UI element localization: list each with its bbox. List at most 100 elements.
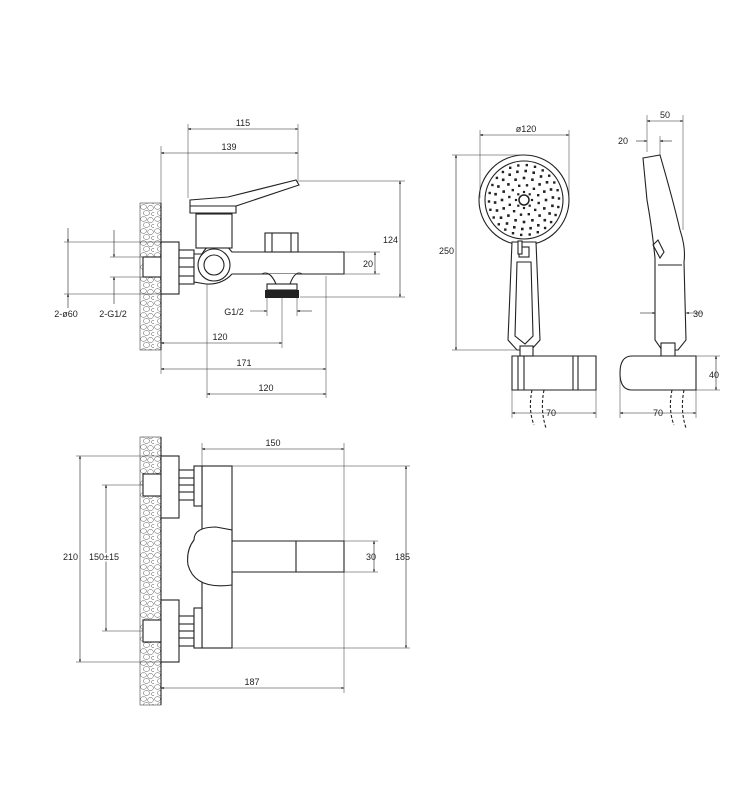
diverter-knob: [264, 232, 299, 253]
nozzle: [507, 214, 510, 217]
center-nozzle: [518, 194, 530, 206]
nozzle: [507, 183, 510, 186]
nozzle: [511, 188, 514, 192]
hose-outlet: [266, 283, 298, 291]
dim-d120: ø120: [516, 124, 537, 134]
dim-150: 150: [265, 438, 280, 448]
nozzle: [487, 200, 491, 203]
nozzle: [537, 224, 540, 227]
nozzle: [538, 214, 541, 217]
nozzle: [488, 191, 491, 195]
nozzle: [544, 198, 548, 202]
top-view: 150 210 150±15 30 185 187: [63, 436, 410, 706]
nozzle: [545, 181, 549, 184]
nozzle: [516, 170, 519, 174]
dim-150pm15: 150±15: [89, 552, 119, 562]
nozzle: [524, 169, 527, 173]
hand-shower-view: ø120 250 70: [439, 124, 597, 429]
nozzle: [517, 193, 520, 196]
nozzle: [527, 213, 530, 216]
nozzle: [517, 204, 520, 207]
nozzle: [528, 233, 531, 236]
nozzle: [489, 208, 492, 211]
nozzle: [551, 196, 555, 199]
nozzle: [500, 198, 504, 202]
nozzle: [493, 201, 497, 204]
nozzle: [519, 213, 523, 216]
dim-20-side: 20: [618, 136, 628, 146]
nozzle: [551, 204, 554, 208]
eccentric-fitting: [142, 256, 162, 278]
nozzle: [511, 232, 515, 235]
nozzle: [522, 176, 526, 180]
dim-139: 139: [221, 142, 236, 152]
nozzle: [520, 233, 523, 237]
nozzle: [549, 220, 553, 224]
nozzle: [543, 190, 546, 193]
nozzle: [502, 190, 505, 193]
lever-handle: [189, 179, 300, 214]
nozzle: [522, 220, 526, 224]
nozzle: [502, 207, 505, 210]
nozzle: [548, 212, 551, 215]
dim-2-d60: 2-ø60: [54, 309, 78, 319]
nozzle: [514, 198, 518, 202]
nozzle: [525, 184, 529, 187]
dim-2-g12: 2-G1/2: [99, 309, 127, 319]
nozzle: [549, 188, 553, 191]
shower-side-profile: [642, 154, 687, 351]
nozzle: [531, 219, 534, 222]
nozzle: [525, 163, 528, 167]
nozzle: [508, 173, 511, 176]
wall-flange: [160, 241, 180, 295]
nozzle: [543, 207, 546, 210]
dim-187: 187: [244, 677, 259, 687]
nozzle: [529, 226, 532, 230]
nozzle: [491, 183, 494, 187]
shower-holder: [511, 355, 597, 391]
nozzle: [497, 223, 500, 226]
dim-250: 250: [439, 246, 454, 256]
nozzle: [537, 194, 540, 197]
nozzle: [557, 205, 560, 209]
nozzle: [557, 197, 561, 200]
nozzle: [554, 213, 557, 217]
dim-120-outlet: 120: [212, 332, 227, 342]
nozzle: [553, 181, 556, 184]
nozzle: [495, 209, 499, 212]
dim-50: 50: [660, 110, 670, 120]
nozzle: [517, 164, 520, 167]
nozzle: [514, 219, 517, 222]
nozzle: [492, 216, 495, 219]
nozzle: [532, 187, 536, 190]
dim-30-top: 30: [366, 552, 376, 562]
nozzle: [533, 165, 537, 168]
dim-g12-outlet: G1/2: [224, 307, 244, 317]
nozzle: [518, 184, 521, 187]
nozzle: [556, 189, 559, 192]
dim-210: 210: [63, 552, 78, 562]
nozzle: [508, 195, 511, 199]
nozzle: [501, 170, 505, 174]
nozzle: [514, 178, 517, 181]
nozzle: [499, 216, 503, 219]
nozzle: [539, 175, 543, 178]
nozzle: [528, 193, 531, 196]
nozzle: [532, 171, 535, 174]
dim-30-side: 30: [693, 309, 703, 319]
shower-nozzles: [487, 163, 561, 237]
nozzle: [512, 210, 516, 213]
dim-70-holder: 70: [546, 408, 556, 418]
dim-40: 40: [709, 370, 719, 380]
nozzle: [548, 174, 551, 177]
nozzle: [521, 227, 524, 231]
nozzle: [505, 222, 509, 225]
nozzle: [530, 198, 534, 202]
nozzle: [509, 166, 512, 169]
dim-120-spout: 120: [258, 383, 273, 393]
nozzle: [504, 228, 507, 231]
front-view: 115 139 124 20 2-ø60 2-G1/2 G1/2: [54, 118, 405, 398]
nozzle: [522, 190, 526, 194]
dim-70-side: 70: [653, 408, 663, 418]
